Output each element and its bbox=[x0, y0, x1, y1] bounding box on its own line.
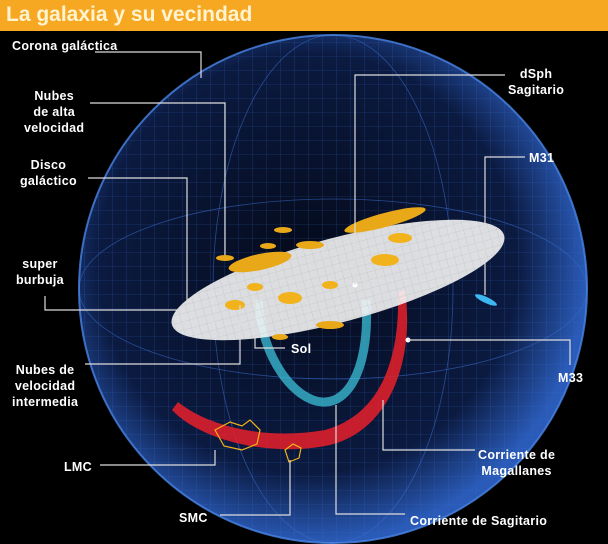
sagittarius-stream bbox=[253, 299, 372, 407]
lmc-shape bbox=[214, 419, 261, 451]
label-smc: SMC bbox=[179, 511, 208, 525]
label-high-velocity-clouds: Nubes de alta velocidad bbox=[24, 89, 85, 135]
magellanic-stream bbox=[172, 290, 408, 463]
label-sagittarius-stream: Corriente de Sagitario bbox=[410, 514, 548, 528]
label-m33: M33 bbox=[558, 371, 584, 385]
high-velocity-clouds bbox=[216, 207, 426, 340]
title-bar: La galaxia y su vecindad bbox=[0, 0, 608, 31]
label-lmc: LMC bbox=[64, 460, 92, 474]
label-galactic-disc: Disco galáctico bbox=[20, 158, 77, 188]
label-corona-galactica: Corona galáctica bbox=[12, 39, 118, 53]
label-magellanic-stream: Corriente de Magallanes bbox=[478, 448, 556, 478]
leader-lines bbox=[44, 51, 571, 516]
label-m31: M31 bbox=[529, 151, 555, 165]
label-dsph-sagitario: dSph Sagitario bbox=[508, 67, 565, 97]
label-superbubble: super burbuja bbox=[16, 257, 64, 287]
m31-shape bbox=[475, 294, 497, 306]
label-intermediate-velocity-clouds: Nubes de velocidad intermedia bbox=[12, 363, 79, 409]
page-title: La galaxia y su vecindad bbox=[6, 3, 253, 26]
label-sol: Sol bbox=[291, 342, 312, 356]
smc-shape bbox=[284, 443, 302, 463]
galaxy-diagram bbox=[44, 34, 588, 544]
